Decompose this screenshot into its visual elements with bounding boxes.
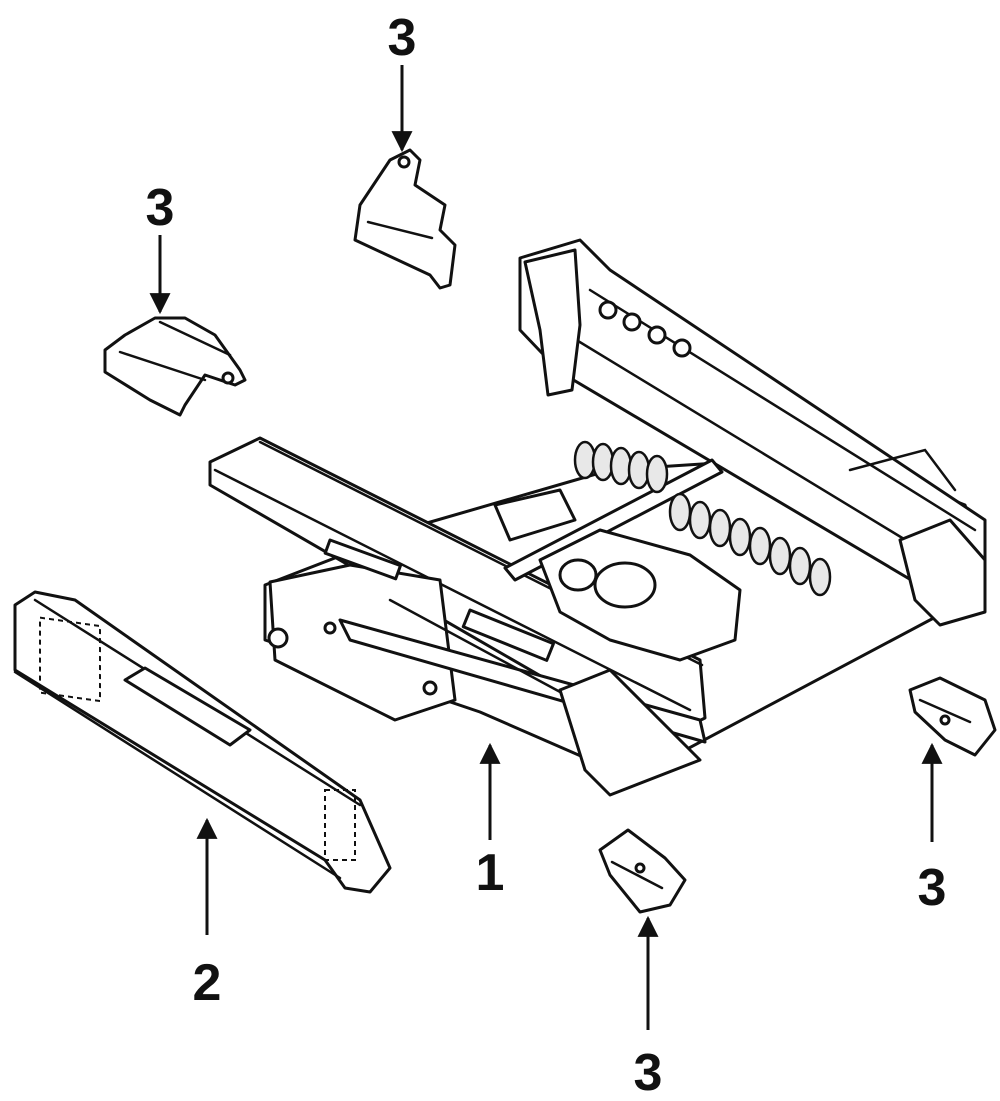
cover-top-center bbox=[353, 148, 457, 290]
callout-cover-top-center: 3 bbox=[388, 9, 417, 67]
spring-right bbox=[668, 492, 832, 597]
callout-cover-top-left: 3 bbox=[146, 179, 175, 237]
callout-cover-right: 3 bbox=[918, 859, 947, 917]
leader-lines bbox=[149, 65, 943, 1030]
callout-cover-bottom-center: 3 bbox=[634, 1044, 663, 1101]
spring-left bbox=[573, 440, 669, 494]
callout-track-cover: 2 bbox=[193, 954, 222, 1012]
seat-track-assembly bbox=[208, 238, 987, 797]
cover-bottom-center bbox=[598, 828, 687, 914]
cover-top-left bbox=[103, 316, 247, 417]
track-cover bbox=[13, 590, 392, 894]
callout-seat-track: 1 bbox=[476, 844, 505, 902]
cover-right bbox=[908, 676, 997, 757]
